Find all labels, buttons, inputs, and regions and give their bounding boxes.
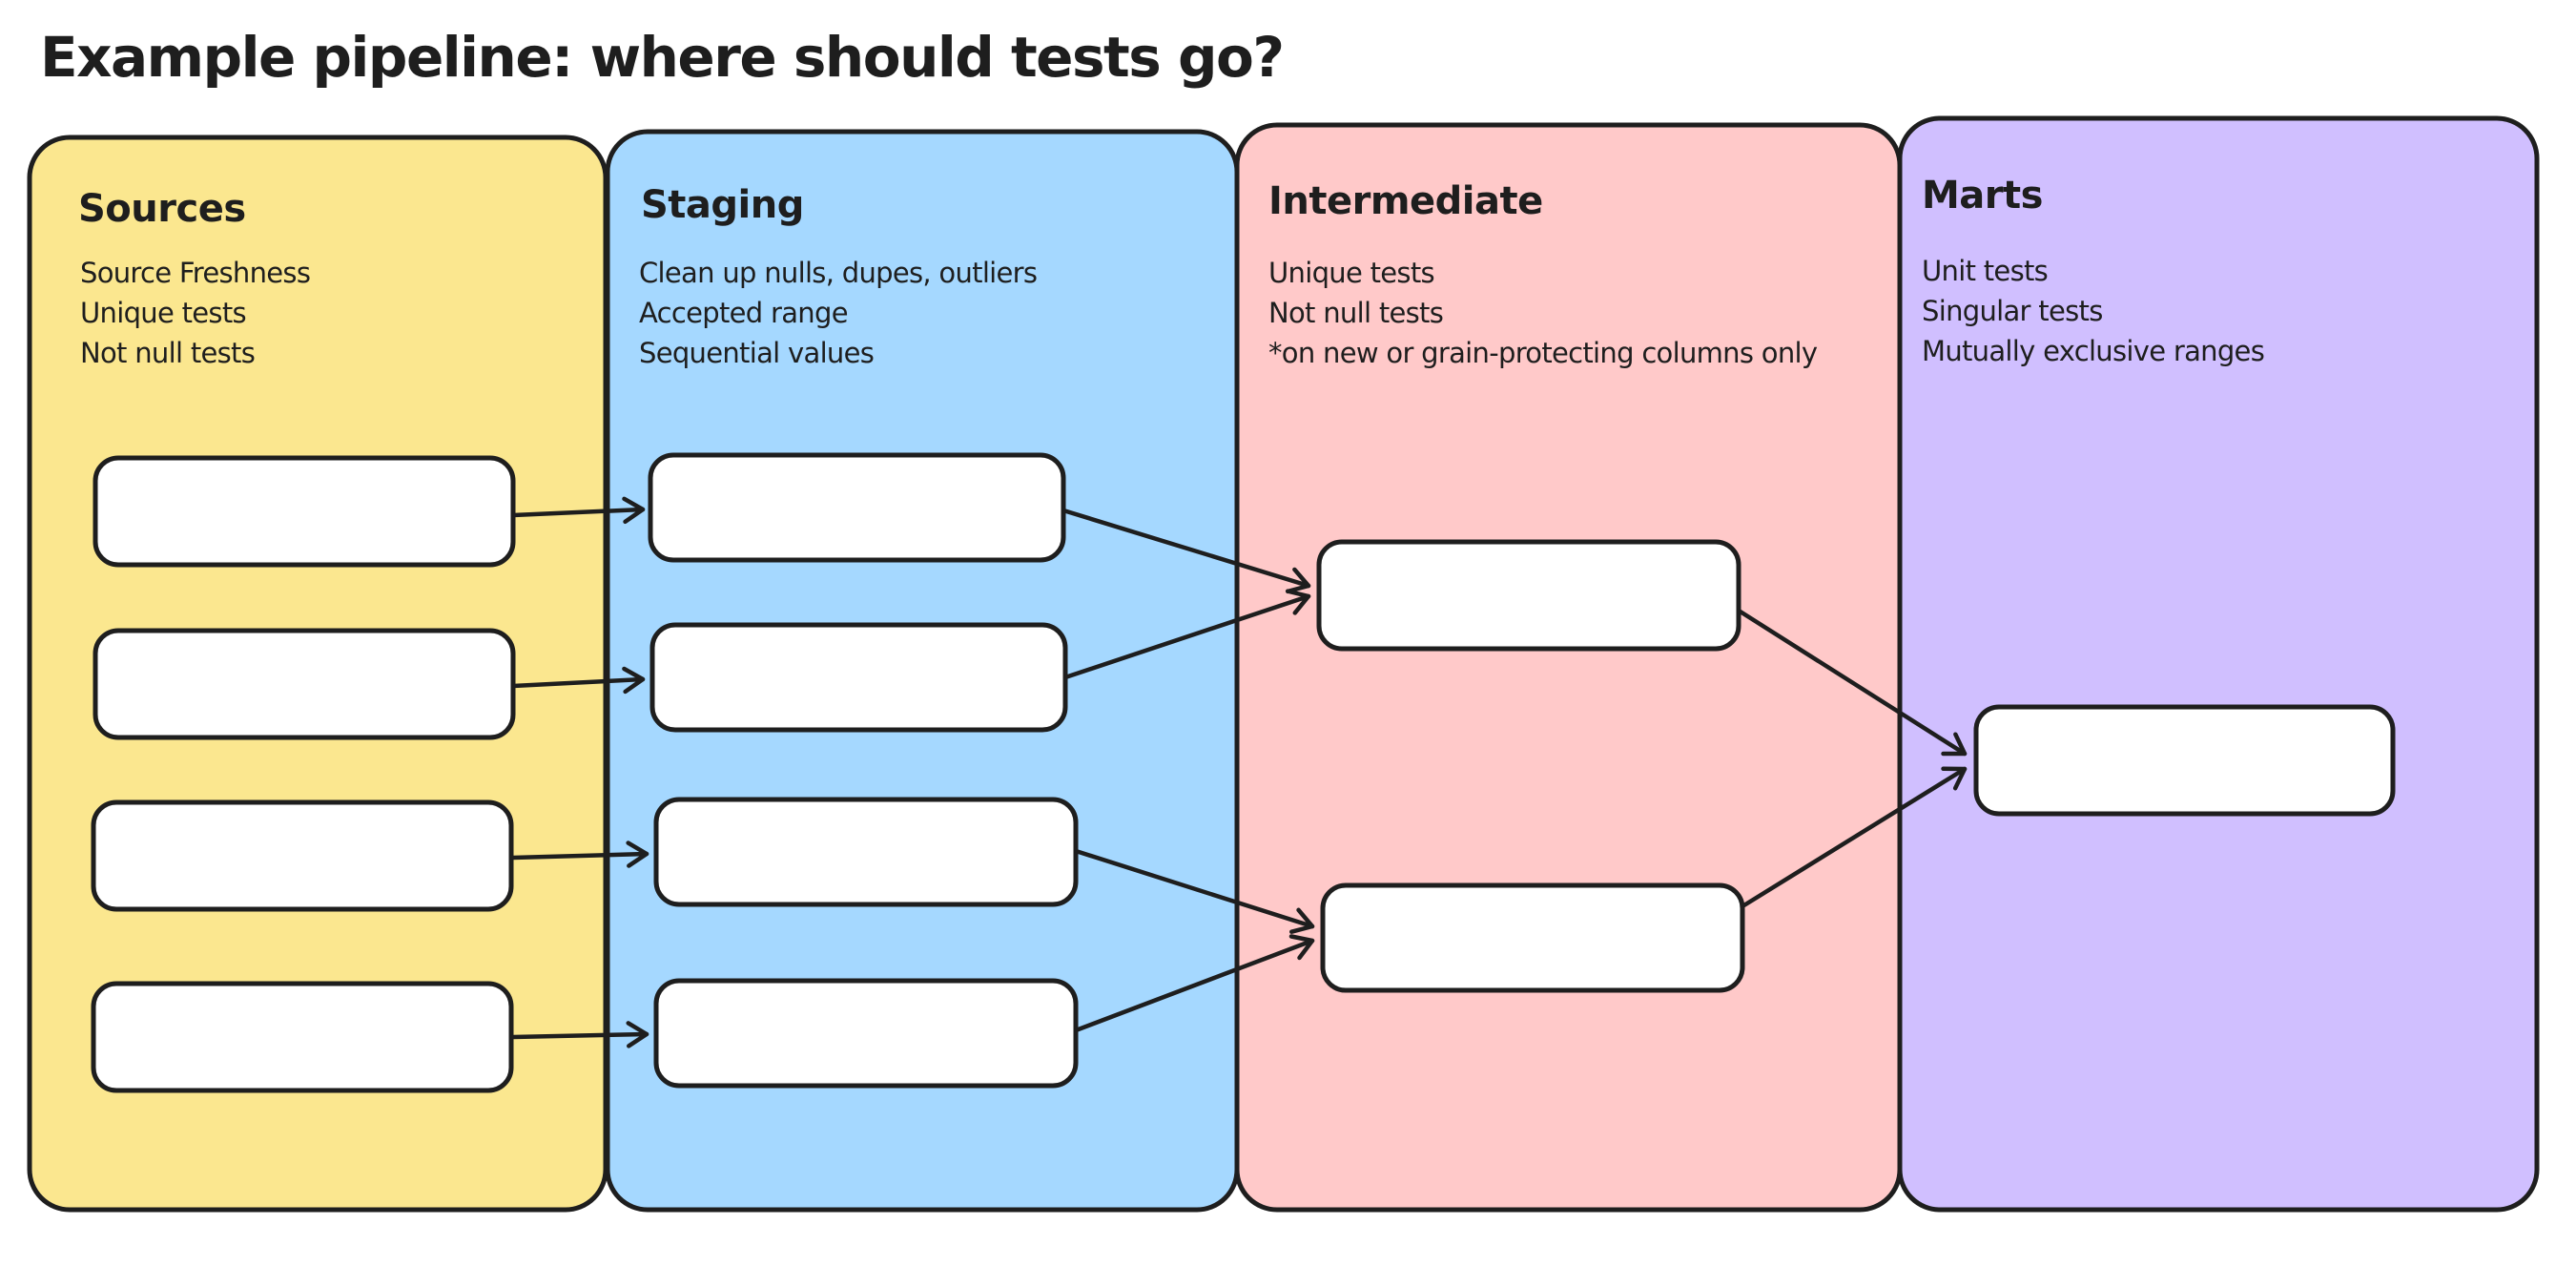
column-marts-note-2: Singular tests <box>1922 295 2103 327</box>
column-intermediate-note-2: Not null tests <box>1268 297 1443 329</box>
diagram-text: Example pipeline: where should tests go?… <box>40 25 2265 369</box>
node-sources-1 <box>93 455 516 568</box>
edge-staging-4-intermediate-2 <box>1073 934 1315 1033</box>
node-staging-1 <box>648 452 1066 563</box>
column-intermediate-note-1: Unique tests <box>1268 257 1434 289</box>
edge-staging-3-intermediate-2 <box>1073 848 1315 934</box>
page-title: Example pipeline: where should tests go? <box>40 25 1283 90</box>
node-sources-3 <box>91 799 514 912</box>
edge-sources-3-staging-3 <box>510 841 649 868</box>
node-staging-3 <box>653 797 1079 907</box>
node-intermediate-2 <box>1320 882 1745 993</box>
node-intermediate-1 <box>1316 539 1741 652</box>
edge-sources-1-staging-1 <box>510 496 646 525</box>
column-sources-title: Sources <box>78 187 246 231</box>
node-sources-2 <box>93 628 516 740</box>
node-staging-2 <box>649 622 1068 733</box>
column-staging-note-2: Accepted range <box>639 297 848 329</box>
node-staging-4 <box>653 978 1079 1089</box>
node-sources-4 <box>91 981 514 1093</box>
column-marts-note-1: Unit tests <box>1922 255 2048 287</box>
edge-sources-4-staging-4 <box>510 1021 649 1048</box>
column-staging-title: Staging <box>641 183 804 227</box>
column-staging-note-1: Clean up nulls, dupes, outliers <box>639 257 1037 289</box>
edge-intermediate-2-marts-1 <box>1740 766 1968 909</box>
edge-staging-1-intermediate-1 <box>1061 508 1311 594</box>
edge-staging-2-intermediate-1 <box>1062 589 1311 680</box>
node-marts-1 <box>1973 704 2396 817</box>
column-sources-note-3: Not null tests <box>80 337 255 369</box>
column-intermediate-title: Intermediate <box>1268 179 1543 223</box>
column-sources-note-2: Unique tests <box>80 297 246 329</box>
column-intermediate-note-3: *on new or grain-protecting columns only <box>1268 337 1818 369</box>
edge-intermediate-1-marts-1 <box>1736 608 1968 757</box>
column-marts-note-3: Mutually exclusive ranges <box>1922 335 2264 367</box>
column-staging-note-3: Sequential values <box>639 337 874 369</box>
column-sources-note-1: Source Freshness <box>80 257 310 289</box>
diagram-shapes <box>27 115 2540 1213</box>
column-marts-panel <box>1897 115 2540 1213</box>
edge-sources-2-staging-2 <box>510 666 646 695</box>
column-marts-title: Marts <box>1922 174 2043 218</box>
